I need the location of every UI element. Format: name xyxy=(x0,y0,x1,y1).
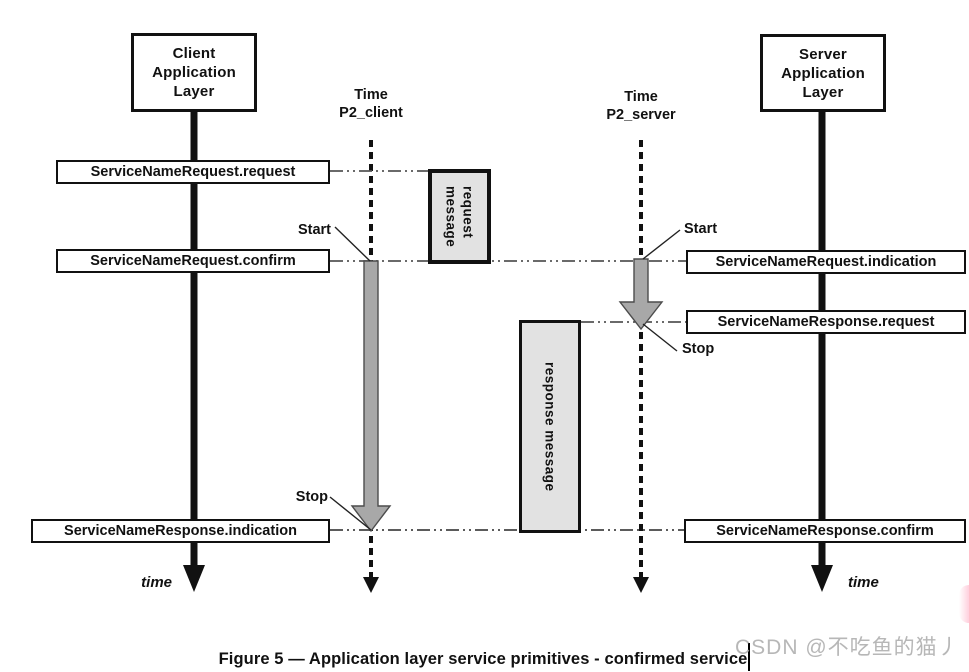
server-box-line2: Application xyxy=(781,64,865,82)
request-message-line2: message xyxy=(443,185,459,248)
start-server-pointer-line xyxy=(642,229,681,260)
server-application-layer-box: Server Application Layer xyxy=(760,34,886,112)
response-message-line1: response message xyxy=(542,361,558,492)
timer-p2-client-line1: Time xyxy=(354,87,388,103)
stop-server-label: Stop xyxy=(682,341,715,357)
primitive-request-indication-label: ServiceNameRequest.indication xyxy=(715,254,937,270)
csdn-badge-icon xyxy=(959,585,969,623)
server-box-line3: Layer xyxy=(802,83,844,101)
primitive-response-confirm-box: ServiceNameResponse.confirm xyxy=(684,519,966,543)
timer-p2-server-line2: P2_server xyxy=(606,107,676,123)
primitive-request-confirm-box: ServiceNameRequest.confirm xyxy=(56,249,330,273)
primitive-response-indication-label: ServiceNameResponse.indication xyxy=(64,523,297,539)
response-message-text: response message xyxy=(542,362,559,492)
time-axis-label-left: time xyxy=(141,574,172,591)
figure-caption[interactable]: Figure 5 — Application layer service pri… xyxy=(218,650,748,668)
timer-p2-client-line2: P2_client xyxy=(339,105,403,121)
server-box-line1: Server xyxy=(799,45,847,63)
timer-p2-client-arrowhead-icon xyxy=(363,577,379,593)
text-cursor xyxy=(748,643,751,671)
server-timer-duration-arrow xyxy=(618,258,664,331)
client-box-line1: Client xyxy=(172,45,216,62)
response-message-box: response message xyxy=(519,320,581,533)
client-timer-duration-arrow xyxy=(350,260,392,533)
timer-p2-server-line1: Time xyxy=(624,89,658,105)
primitive-response-confirm-label: ServiceNameResponse.confirm xyxy=(716,523,934,539)
timer-p2-server-label: Time P2_server xyxy=(581,88,701,124)
primitive-response-indication-box: ServiceNameResponse.indication xyxy=(31,519,330,543)
client-lifeline-arrowhead-icon xyxy=(183,565,205,592)
stop-client-pointer-line xyxy=(329,496,372,531)
caption-row: Figure 5 — Application layer service pri… xyxy=(0,643,969,671)
request-message-text: request message xyxy=(443,186,477,247)
primitive-response-request-label: ServiceNameResponse.request xyxy=(717,314,935,330)
timer-p2-server-arrowhead-icon xyxy=(633,577,649,593)
time-axis-label-right: time xyxy=(848,574,879,591)
client-box-line3: Layer xyxy=(173,83,215,100)
client-application-layer-box: Client Application Layer xyxy=(131,33,257,112)
stop-client-label: Stop xyxy=(295,489,328,505)
primitive-request-indication-box: ServiceNameRequest.indication xyxy=(686,250,966,274)
primitive-request-request-label: ServiceNameRequest.request xyxy=(90,164,296,180)
stop-server-pointer-line xyxy=(642,323,678,352)
csdn-watermark: CSDN @不吃鱼的猫丿 xyxy=(735,636,960,659)
request-message-box: request message xyxy=(428,169,491,264)
start-client-pointer-line xyxy=(334,226,371,262)
server-lifeline-arrowhead-icon xyxy=(811,565,833,592)
request-message-line1: request xyxy=(460,185,476,239)
primitive-response-request-box: ServiceNameResponse.request xyxy=(686,310,966,334)
start-server-label: Start xyxy=(684,221,718,237)
start-client-label: Start xyxy=(297,222,331,238)
timer-p2-client-label: Time P2_client xyxy=(311,86,431,122)
client-box-line2: Application xyxy=(152,64,236,81)
primitive-request-request-box: ServiceNameRequest.request xyxy=(56,160,330,184)
primitive-request-confirm-label: ServiceNameRequest.confirm xyxy=(90,253,296,269)
